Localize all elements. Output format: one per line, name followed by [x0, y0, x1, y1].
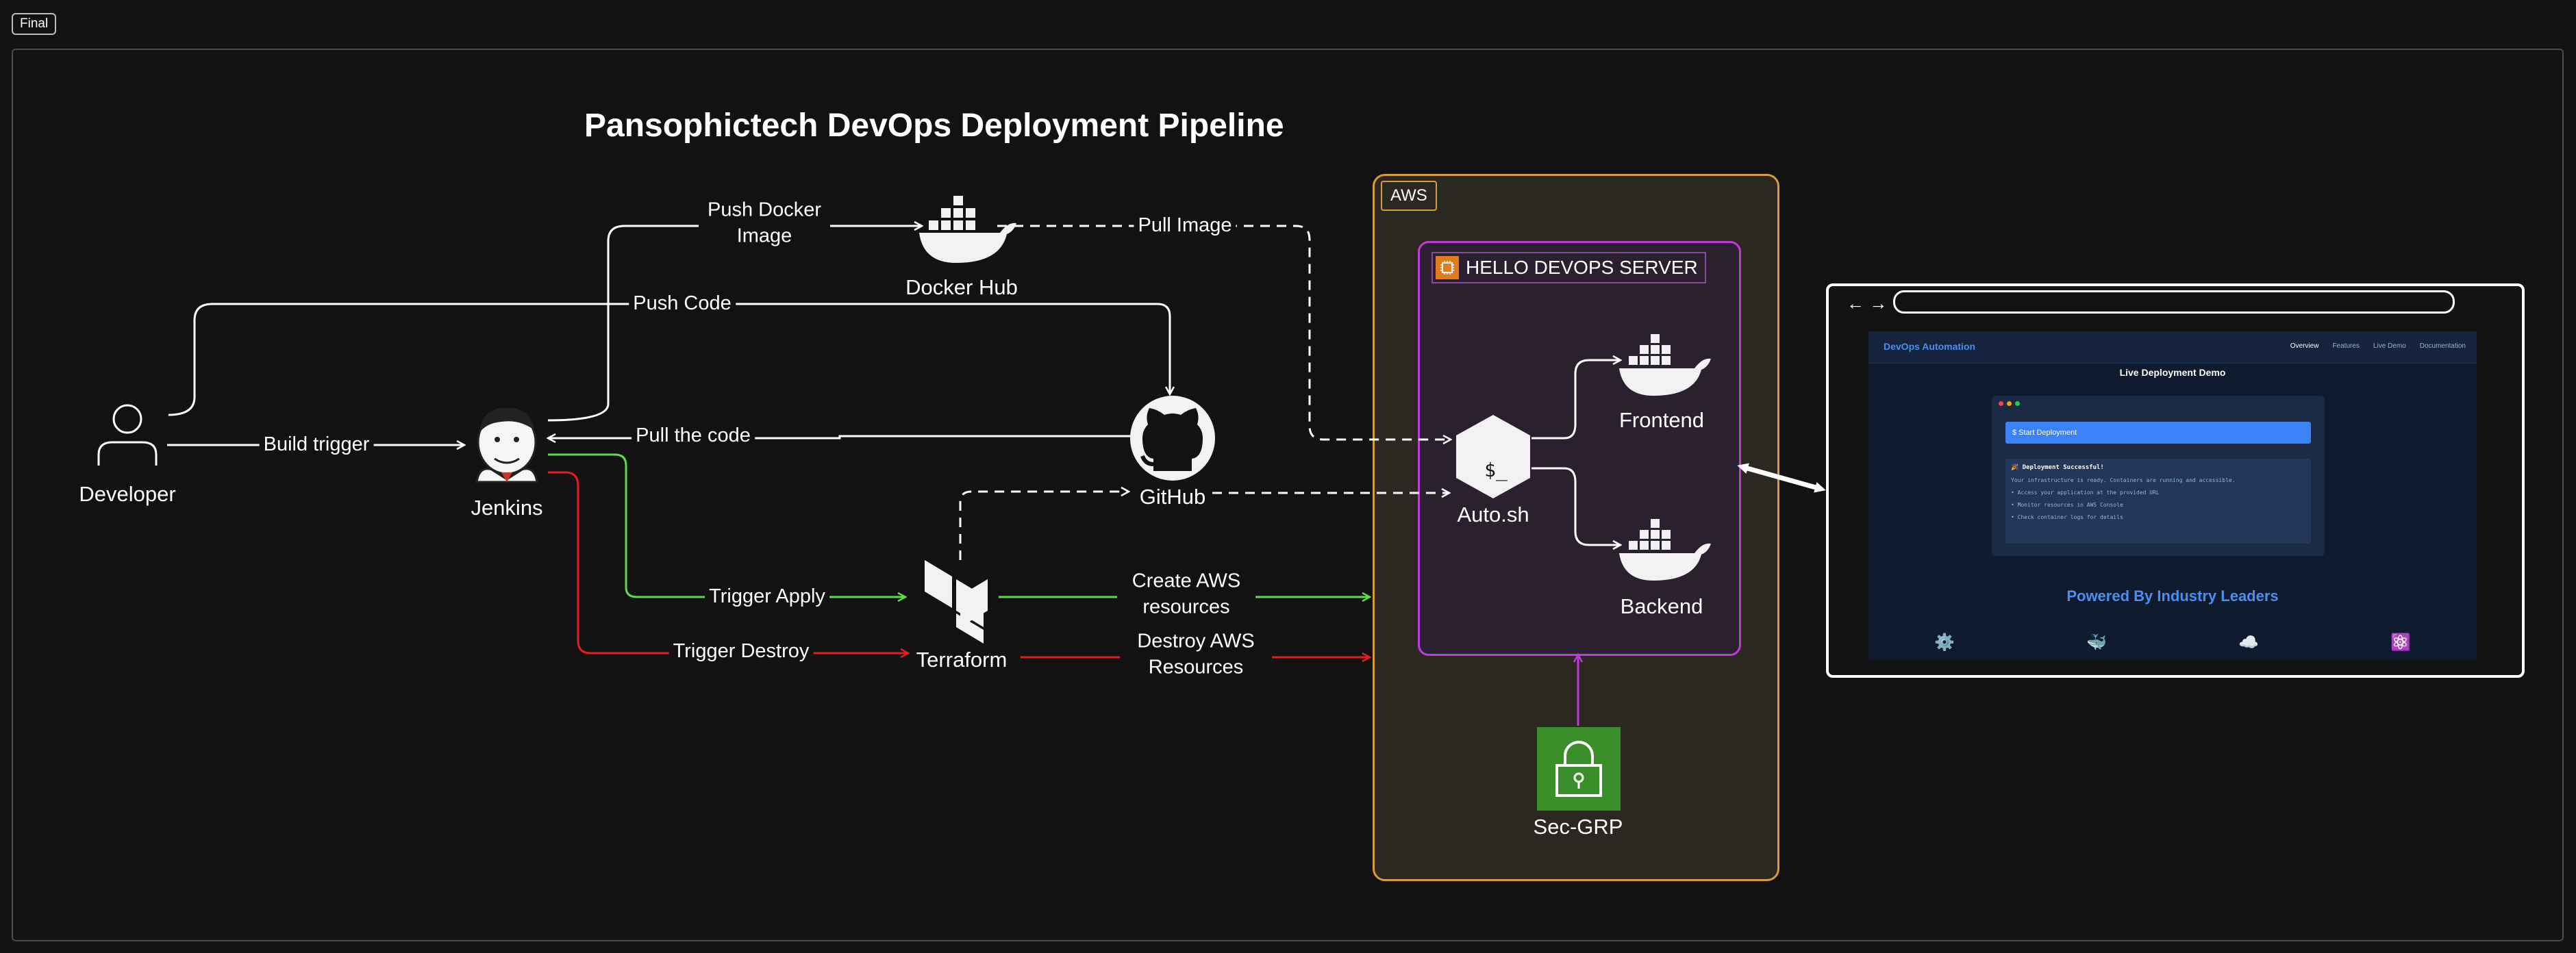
edge-label-trigger-apply: Trigger Apply	[705, 584, 829, 610]
deployment-success-message: 🎉 Deployment Successful!	[2011, 464, 2104, 471]
nav-link-features[interactable]: Features	[2332, 342, 2360, 350]
edge-trigger-apply	[548, 453, 905, 597]
sec-grp-label: Sec-GRP	[1533, 815, 1623, 839]
edge-autosh-backend	[1531, 467, 1621, 545]
jenkins-icon	[475, 407, 538, 483]
gear-icon: ⚙️	[1934, 633, 1955, 652]
react-icon: ⚛️	[2390, 633, 2411, 652]
diagram-title: Pansophictech DevOps Deployment Pipeline	[584, 107, 1284, 144]
terminal-line: Your infrastructure is ready. Containers…	[2011, 477, 2236, 483]
edge-label-trigger-destroy: Trigger Destroy	[668, 639, 814, 665]
browser-nav-arrows[interactable]: ← →	[1847, 293, 1888, 314]
backend-docker-icon	[1619, 519, 1711, 581]
docker-hub-icon	[919, 196, 1016, 263]
website-heading: Live Deployment Demo	[2119, 367, 2226, 378]
edge-trigger-destroy	[548, 471, 908, 653]
terraform-icon	[925, 560, 988, 644]
edge-terraform-github	[959, 492, 1129, 560]
edge-label-destroy-aws-resources: Destroy AWS Resources	[1120, 628, 1272, 681]
svg-text:$_: $_	[1484, 459, 1508, 482]
edge-label-push-docker-image: Push Docker Image	[699, 197, 830, 249]
frame-label[interactable]: Final	[12, 13, 57, 35]
tech-icon-row: ⚙️ 🐳 ☁️ ⚛️	[1868, 633, 2477, 652]
frame-border	[12, 49, 2564, 941]
edge-server-browser	[1737, 463, 1826, 493]
cloud-icon: ☁️	[2238, 633, 2259, 652]
edge-autosh-frontend	[1531, 360, 1621, 440]
edge-label-pull-image: Pull Image	[1134, 213, 1236, 239]
website-brand[interactable]: DevOps Automation	[1884, 341, 1976, 352]
edge-label-create-aws-resources: Create AWS resources	[1117, 568, 1255, 620]
edge-push-docker-image	[547, 226, 922, 422]
docker-hub-label: Docker Hub	[905, 275, 1018, 299]
edge-pull-image	[997, 225, 1451, 440]
website-nav-links: Overview Features Live Demo Documentatio…	[2290, 342, 2466, 350]
website-preview: DevOps Automation Overview Features Live…	[1868, 331, 2477, 660]
website-navbar: DevOps Automation Overview Features Live…	[1868, 331, 2477, 364]
start-deployment-button[interactable]: $ Start Deployment	[2005, 422, 2311, 444]
nav-link-documentation[interactable]: Documentation	[2419, 342, 2466, 350]
nav-link-overview[interactable]: Overview	[2290, 342, 2319, 350]
github-label: GitHub	[1139, 485, 1206, 509]
terminal-window-dots	[1999, 401, 2020, 406]
docker-icon: 🐳	[2086, 633, 2107, 652]
autosh-label: Auto.sh	[1457, 503, 1529, 526]
padlock-icon	[1555, 741, 1602, 797]
terraform-label: Terraform	[916, 648, 1008, 672]
developer-label: Developer	[79, 482, 176, 506]
server-group-name: HELLO DEVOPS SERVER	[1466, 257, 1698, 278]
shell-script-icon: $_	[1456, 415, 1530, 498]
edge-push-code	[168, 303, 1170, 416]
terminal-line: • Monitor resources in AWS Console	[2011, 502, 2123, 508]
security-group-node[interactable]	[1537, 727, 1621, 811]
terminal-line: • Check container logs for details	[2011, 514, 2123, 520]
browser-url-bar[interactable]	[1893, 290, 2455, 314]
backend-label: Backend	[1620, 594, 1703, 618]
edge-label-push-code: Push Code	[629, 291, 736, 317]
edge-label-build-trigger: Build trigger	[259, 432, 374, 458]
terminal-output: 🎉 Deployment Successful! Your infrastruc…	[2005, 459, 2311, 544]
edge-label-pull-the-code: Pull the code	[632, 423, 755, 449]
user-icon	[97, 404, 158, 466]
ec2-instance-icon	[1436, 256, 1459, 279]
frontend-label: Frontend	[1618, 408, 1705, 432]
server-group-label: HELLO DEVOPS SERVER	[1431, 252, 1706, 283]
terminal-line: • Access your application at the provide…	[2011, 490, 2160, 496]
demo-terminal: $ Start Deployment 🎉 Deployment Successf…	[1992, 396, 2325, 556]
powered-by-heading: Powered By Industry Leaders	[2066, 587, 2279, 605]
aws-group-label: AWS	[1381, 181, 1437, 211]
jenkins-label: Jenkins	[471, 496, 543, 520]
nav-link-live-demo[interactable]: Live Demo	[2373, 342, 2406, 350]
github-icon	[1130, 396, 1215, 481]
frontend-docker-icon	[1619, 334, 1711, 396]
